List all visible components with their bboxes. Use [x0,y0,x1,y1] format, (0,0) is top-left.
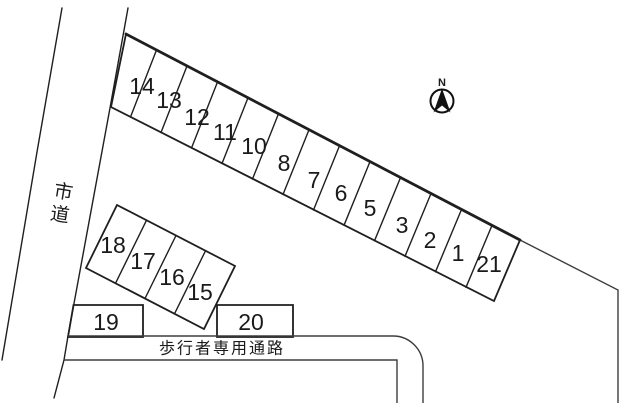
stall-divider [221,97,249,165]
bottom-parking-row: 19 20 [66,304,294,338]
stall-label: 13 [156,87,182,113]
stall-label: 1 [452,240,465,266]
stall-label: 7 [308,167,321,193]
walkway-label: 歩行者専用通路 [159,340,285,358]
stall-label: 8 [278,150,291,176]
main-parking-row: 14 13 12 11 10 8 7 6 5 3 2 1 21 [109,32,522,303]
stall-divider [404,192,432,257]
stall-divider [465,224,493,288]
walkway-inner-line [64,359,398,403]
stall-20-outline [216,304,294,338]
stall-divider [160,65,188,134]
site-boundary [519,239,619,403]
lower-parking-block: 18 17 16 15 [84,203,237,331]
walkway-outer-line [68,335,424,403]
pedestrian-walkway: 歩行者専用通路 [64,335,424,403]
stall-divider [173,250,207,315]
stall-label: 12 [184,104,210,130]
stall-label: 6 [335,180,348,206]
stall-divider [251,113,280,180]
north-compass: N [429,77,455,114]
stall-divider [282,128,310,196]
stall-label: 3 [396,212,409,238]
stall-divider [434,208,463,273]
stall-label: 11 [213,119,237,145]
stall-label: 2 [424,227,437,253]
stall-label: 18 [100,232,126,258]
stall-divider [312,144,341,211]
stall-19-outline [66,304,144,338]
boundary-line [519,239,619,403]
stall-label: 20 [238,309,264,335]
stall-label: 17 [130,248,156,274]
stall-label: 21 [476,251,502,277]
stall-label: 16 [159,264,185,290]
stall-divider [343,160,371,227]
stall-label: 14 [129,73,155,99]
stall-divider [373,176,402,242]
stall-label: 10 [241,133,267,159]
lower-block-outline [84,203,237,331]
compass-north-label: N [438,77,446,89]
main-row-top-edge [124,32,522,242]
north-arrow-icon [433,88,451,113]
stall-divider [144,234,177,300]
stall-label: 19 [93,309,119,335]
road-left-edge-line [1,7,63,361]
stall-divider [129,49,158,118]
stall-label: 5 [364,195,377,221]
stall-label: 15 [187,279,213,305]
stall-divider [114,219,148,284]
stall-divider [190,81,219,149]
